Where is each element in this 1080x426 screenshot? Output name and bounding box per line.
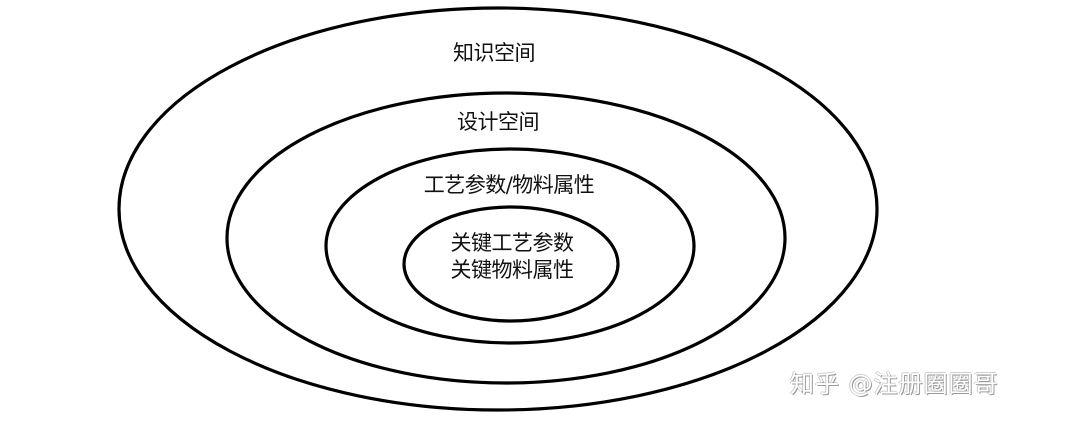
knowledge-space-ellipse [117, 6, 879, 412]
critical-process-parameters-text: 关键工艺参数 [450, 231, 575, 255]
critical-attributes-label: 关键工艺参数 关键物料属性 [450, 230, 575, 284]
critical-material-attributes-text: 关键物料属性 [450, 258, 575, 282]
process-material-label: 工艺参数/物料属性 [423, 173, 595, 197]
watermark: 知乎 @注册圈圈哥 [790, 370, 999, 398]
design-space-label: 设计空间 [457, 110, 540, 134]
knowledge-space-label: 知识空间 [453, 41, 536, 65]
critical-attributes-ellipse [402, 205, 620, 323]
design-space-ellipse [225, 91, 787, 385]
process-material-ellipse [324, 147, 696, 345]
